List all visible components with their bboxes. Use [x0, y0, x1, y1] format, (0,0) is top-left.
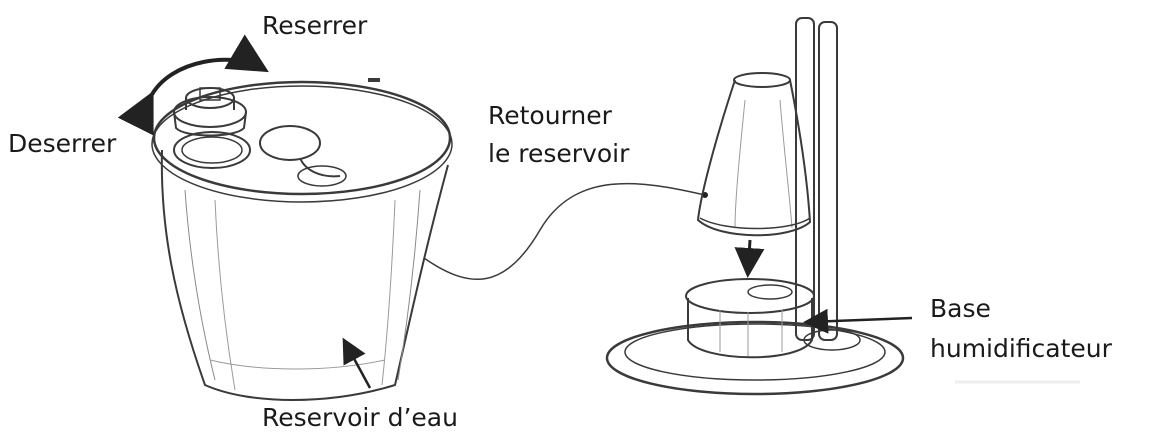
label-base-line1: Base: [930, 294, 991, 323]
connector-line: [423, 182, 706, 280]
label-base-line2: humidificateur: [930, 334, 1112, 363]
tank-pointer-arrow: [342, 337, 372, 389]
base-pointer-arrow: [803, 308, 913, 334]
label-tank: Reservoir d’eau: [262, 403, 458, 432]
humidifier-unit: [605, 17, 905, 396]
down-arrow: [734, 239, 765, 278]
label-loosen: Deserrer: [8, 129, 117, 158]
label-flip-line1: Retourner: [488, 101, 612, 130]
label-tighten: Reserrer: [262, 11, 368, 40]
label-flip-line2: le reservoir: [488, 139, 630, 168]
rotate-arrow: [117, 34, 269, 136]
water-tank: [151, 78, 453, 401]
